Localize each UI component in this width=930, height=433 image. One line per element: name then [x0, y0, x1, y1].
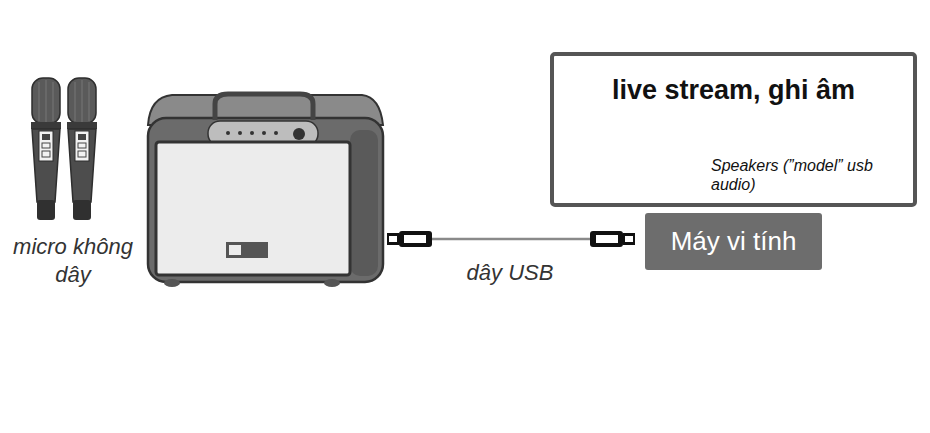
audio-device-label: Speakers (”model” usb audio): [711, 156, 886, 194]
usb-cable: [387, 231, 635, 247]
computer-box: Máy vi tính: [645, 213, 822, 270]
cable-caption: dây USB: [440, 259, 580, 287]
screen-box: live stream, ghi âm Speakers (”model” usb…: [550, 52, 917, 207]
microphone-caption: micro không dây: [10, 233, 136, 289]
screen-title: live stream, ghi âm: [554, 74, 913, 106]
wireless-microphone: [31, 78, 61, 220]
karaoke-speaker: [148, 94, 383, 287]
wireless-microphone: [67, 78, 97, 220]
computer-label: Máy vi tính: [645, 226, 822, 257]
